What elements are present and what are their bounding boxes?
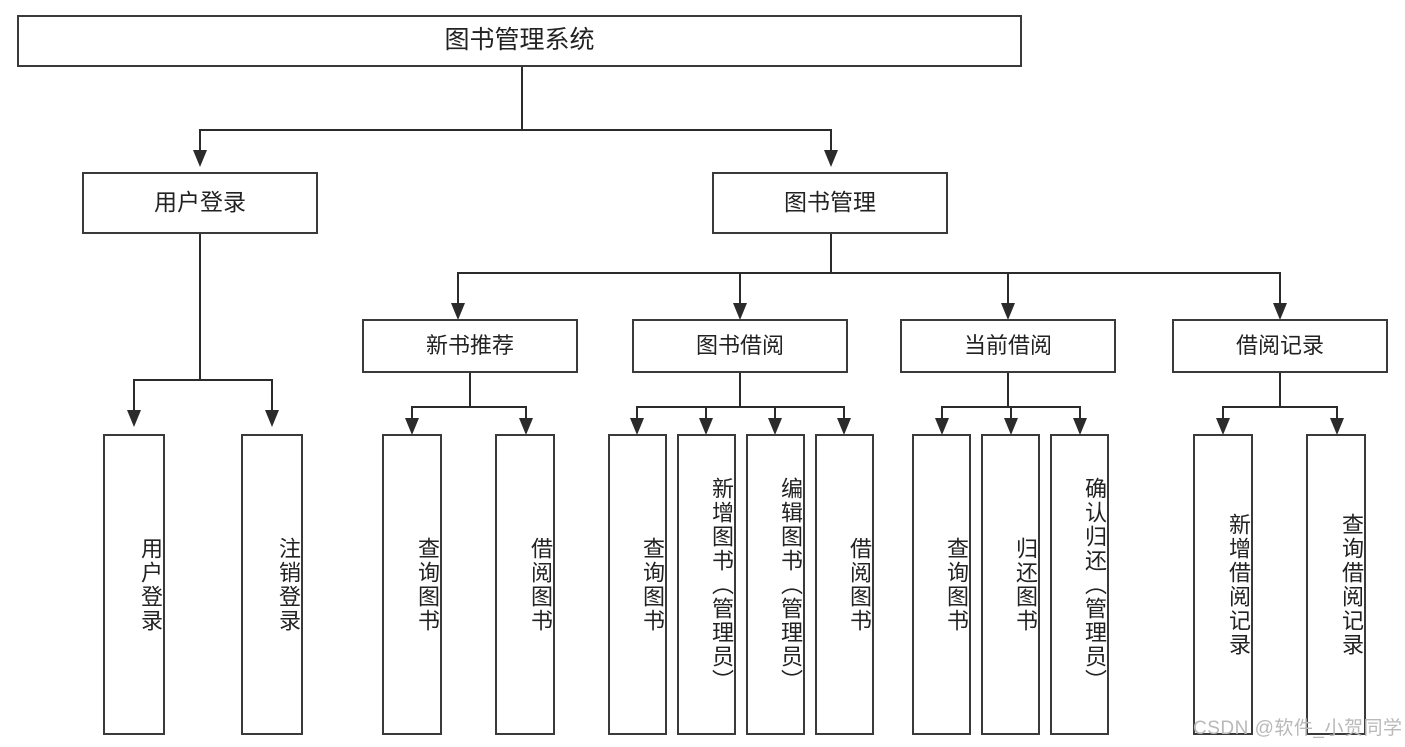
edge-to-leaf-borrow-book-1 [525,406,527,428]
node-label: 新书推荐 [425,333,514,359]
leaf-query-book-current[interactable]: 查询图书 [912,434,971,735]
leaf-logout[interactable]: 注销登录 [241,434,303,735]
leaf-add-borrow-record[interactable]: 新增借阅记录 [1193,434,1253,735]
edge-to-leaf-query-book-3 [941,406,943,428]
node-current-borrow[interactable]: 当前借阅 [900,319,1116,373]
node-label: 当前借阅 [963,333,1052,359]
edge-to-leaf-edit-book [774,406,776,428]
leaf-borrow-book-borrow[interactable]: 借阅图书 [815,434,874,735]
node-new-book-recommend[interactable]: 新书推荐 [362,319,578,373]
edge-to-new-book [457,272,459,305]
arrow-down-icon [451,303,465,320]
edge-root-bus [199,129,831,131]
edge-borrow-record-bus [1222,406,1338,408]
node-label: 图书借阅 [695,333,784,359]
edge-book-manage-bus [457,272,1281,274]
leaf-query-borrow-record[interactable]: 查询借阅记录 [1306,434,1366,735]
arrow-down-icon [824,150,838,167]
arrow-down-icon [193,150,207,167]
leaf-user-login[interactable]: 用户登录 [103,434,165,735]
edge-to-current-borrow [1007,272,1009,305]
edge-to-leaf-user-login [133,379,135,412]
node-label: 查询图书 [415,536,440,633]
arrow-down-icon [1073,418,1087,435]
node-label: 查询图书 [944,536,969,633]
arrow-down-icon [405,418,419,435]
leaf-return-book[interactable]: 归还图书 [981,434,1040,735]
edge-new-book-bus [411,406,527,408]
node-label: 新增图书（管理员） [709,476,734,693]
node-label: 借阅图书 [528,536,553,633]
arrow-down-icon [1330,418,1344,435]
node-user-login[interactable]: 用户登录 [82,172,318,234]
edge-to-leaf-add-book [705,406,707,428]
node-label: 查询图书 [640,536,665,633]
edge-current-borrow-stem [1007,373,1009,407]
arrow-down-icon [127,410,141,427]
edge-to-book-borrow [739,272,741,305]
node-label: 图书管理系统 [444,26,595,55]
edge-to-leaf-query-record [1336,406,1338,428]
edge-to-leaf-confirm-return [1079,406,1081,428]
leaf-query-book-new-recommend[interactable]: 查询图书 [382,434,442,735]
arrow-down-icon [1001,303,1015,320]
arrow-down-icon [837,418,851,435]
arrow-down-icon [1273,303,1287,320]
node-book-borrow[interactable]: 图书借阅 [632,319,848,373]
node-borrow-record[interactable]: 借阅记录 [1172,319,1388,373]
leaf-confirm-return-admin[interactable]: 确认归还（管理员） [1050,434,1109,735]
edge-new-book-stem [469,373,471,407]
edge-book-borrow-bus [636,406,844,408]
edge-to-leaf-borrow-book-2 [843,406,845,428]
leaf-edit-book-admin[interactable]: 编辑图书（管理员） [746,434,805,735]
node-book-management[interactable]: 图书管理 [712,172,948,234]
edge-user-login-bus [133,379,272,381]
arrow-down-icon [699,418,713,435]
node-label: 归还图书 [1013,536,1038,633]
edge-to-leaf-query-book-2 [636,406,638,428]
node-label: 注销登录 [276,536,301,633]
arrow-down-icon [1216,418,1230,435]
edge-book-borrow-stem [739,373,741,407]
edge-to-borrow-record [1279,272,1281,305]
edge-user-login-stem [199,234,201,380]
edge-to-book-manage [830,129,832,155]
leaf-query-book-borrow[interactable]: 查询图书 [608,434,667,735]
arrow-down-icon [265,410,279,427]
node-label: 新增借阅记录 [1226,512,1251,657]
node-label: 用户登录 [154,189,246,216]
node-label: 图书管理 [784,189,876,216]
edge-book-manage-stem [830,234,832,273]
edge-to-leaf-logout [271,379,273,412]
arrow-down-icon [1004,418,1018,435]
edge-borrow-record-stem [1279,373,1281,407]
arrow-down-icon [935,418,949,435]
node-root-library-system[interactable]: 图书管理系统 [17,15,1022,67]
leaf-borrow-book-new-recommend[interactable]: 借阅图书 [495,434,555,735]
leaf-add-book-admin[interactable]: 新增图书（管理员） [677,434,736,735]
arrow-down-icon [768,418,782,435]
edge-to-leaf-query-book-1 [411,406,413,428]
arrow-down-icon [733,303,747,320]
node-label: 编辑图书（管理员） [778,476,803,693]
node-label: 借阅图书 [847,536,872,633]
edge-to-leaf-return-book [1010,406,1012,428]
arrow-down-icon [519,418,533,435]
edge-root-stem [521,67,523,130]
node-label: 确认归还（管理员） [1082,476,1107,693]
node-label: 用户登录 [138,536,163,633]
edge-to-user-login [199,129,201,155]
node-label: 查询借阅记录 [1339,512,1364,657]
watermark-text: CSDN @软件_小贺同学 [1193,718,1403,739]
edge-to-leaf-add-record [1222,406,1224,428]
arrow-down-icon [630,418,644,435]
node-label: 借阅记录 [1235,333,1324,359]
